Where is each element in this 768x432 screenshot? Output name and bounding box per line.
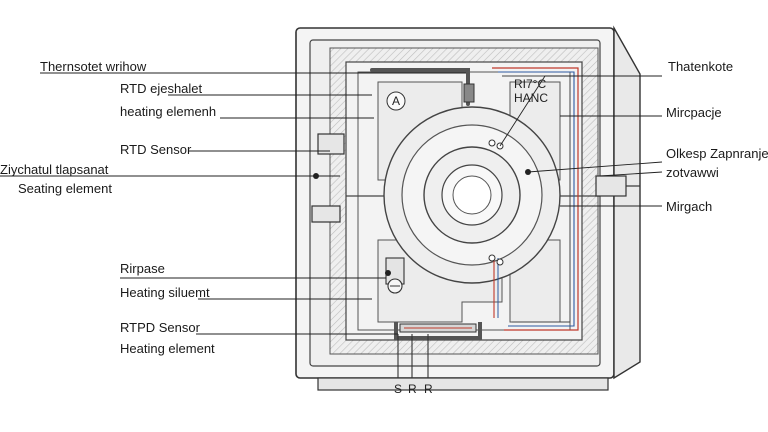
terminal-2: R	[408, 382, 417, 396]
housing-base	[317, 377, 609, 391]
wire-blue	[498, 71, 575, 327]
wire-red	[492, 67, 579, 331]
label-right-4: zotvawwi	[666, 165, 719, 180]
label-right-3: Olkesp Zapnranje	[666, 146, 768, 161]
label-left-9: RTPD Sensor	[120, 320, 200, 335]
mode-reading: HANC	[514, 91, 549, 105]
label-left-2: RTD ejeshalet	[120, 81, 203, 96]
right-connector	[595, 175, 627, 197]
label-right-5: Mirgach	[666, 199, 713, 214]
label-right-1: Thatenkote	[668, 59, 734, 74]
label-left-7: Rirpase	[120, 261, 165, 276]
wire-dark	[502, 75, 571, 323]
label-left-8: Heating siluemt	[120, 285, 210, 300]
label-left-3: heating elemenh	[120, 104, 217, 119]
left-bracket-bottom	[311, 205, 341, 223]
badge-letter: A	[392, 94, 401, 108]
housing-side	[613, 25, 641, 380]
label-left-10: Heating element	[120, 341, 215, 356]
label-left-1: Thernsotet wrihow	[40, 59, 147, 74]
fan-center	[452, 175, 492, 215]
terminal-1: S	[394, 382, 403, 396]
left-bracket-top	[317, 133, 345, 155]
label-left-4: RTD Sensor	[120, 142, 192, 157]
label-left-6: Seating element	[18, 181, 112, 196]
label-right-2: Mircpacje	[666, 105, 722, 120]
temp-reading: RI7°C	[514, 77, 547, 91]
label-left-5: Ziychatul tlapsanat	[0, 162, 109, 177]
terminal-3: R	[424, 382, 433, 396]
left-leaders	[0, 72, 466, 335]
badge-circle	[386, 91, 406, 111]
right-leaders	[499, 75, 663, 207]
